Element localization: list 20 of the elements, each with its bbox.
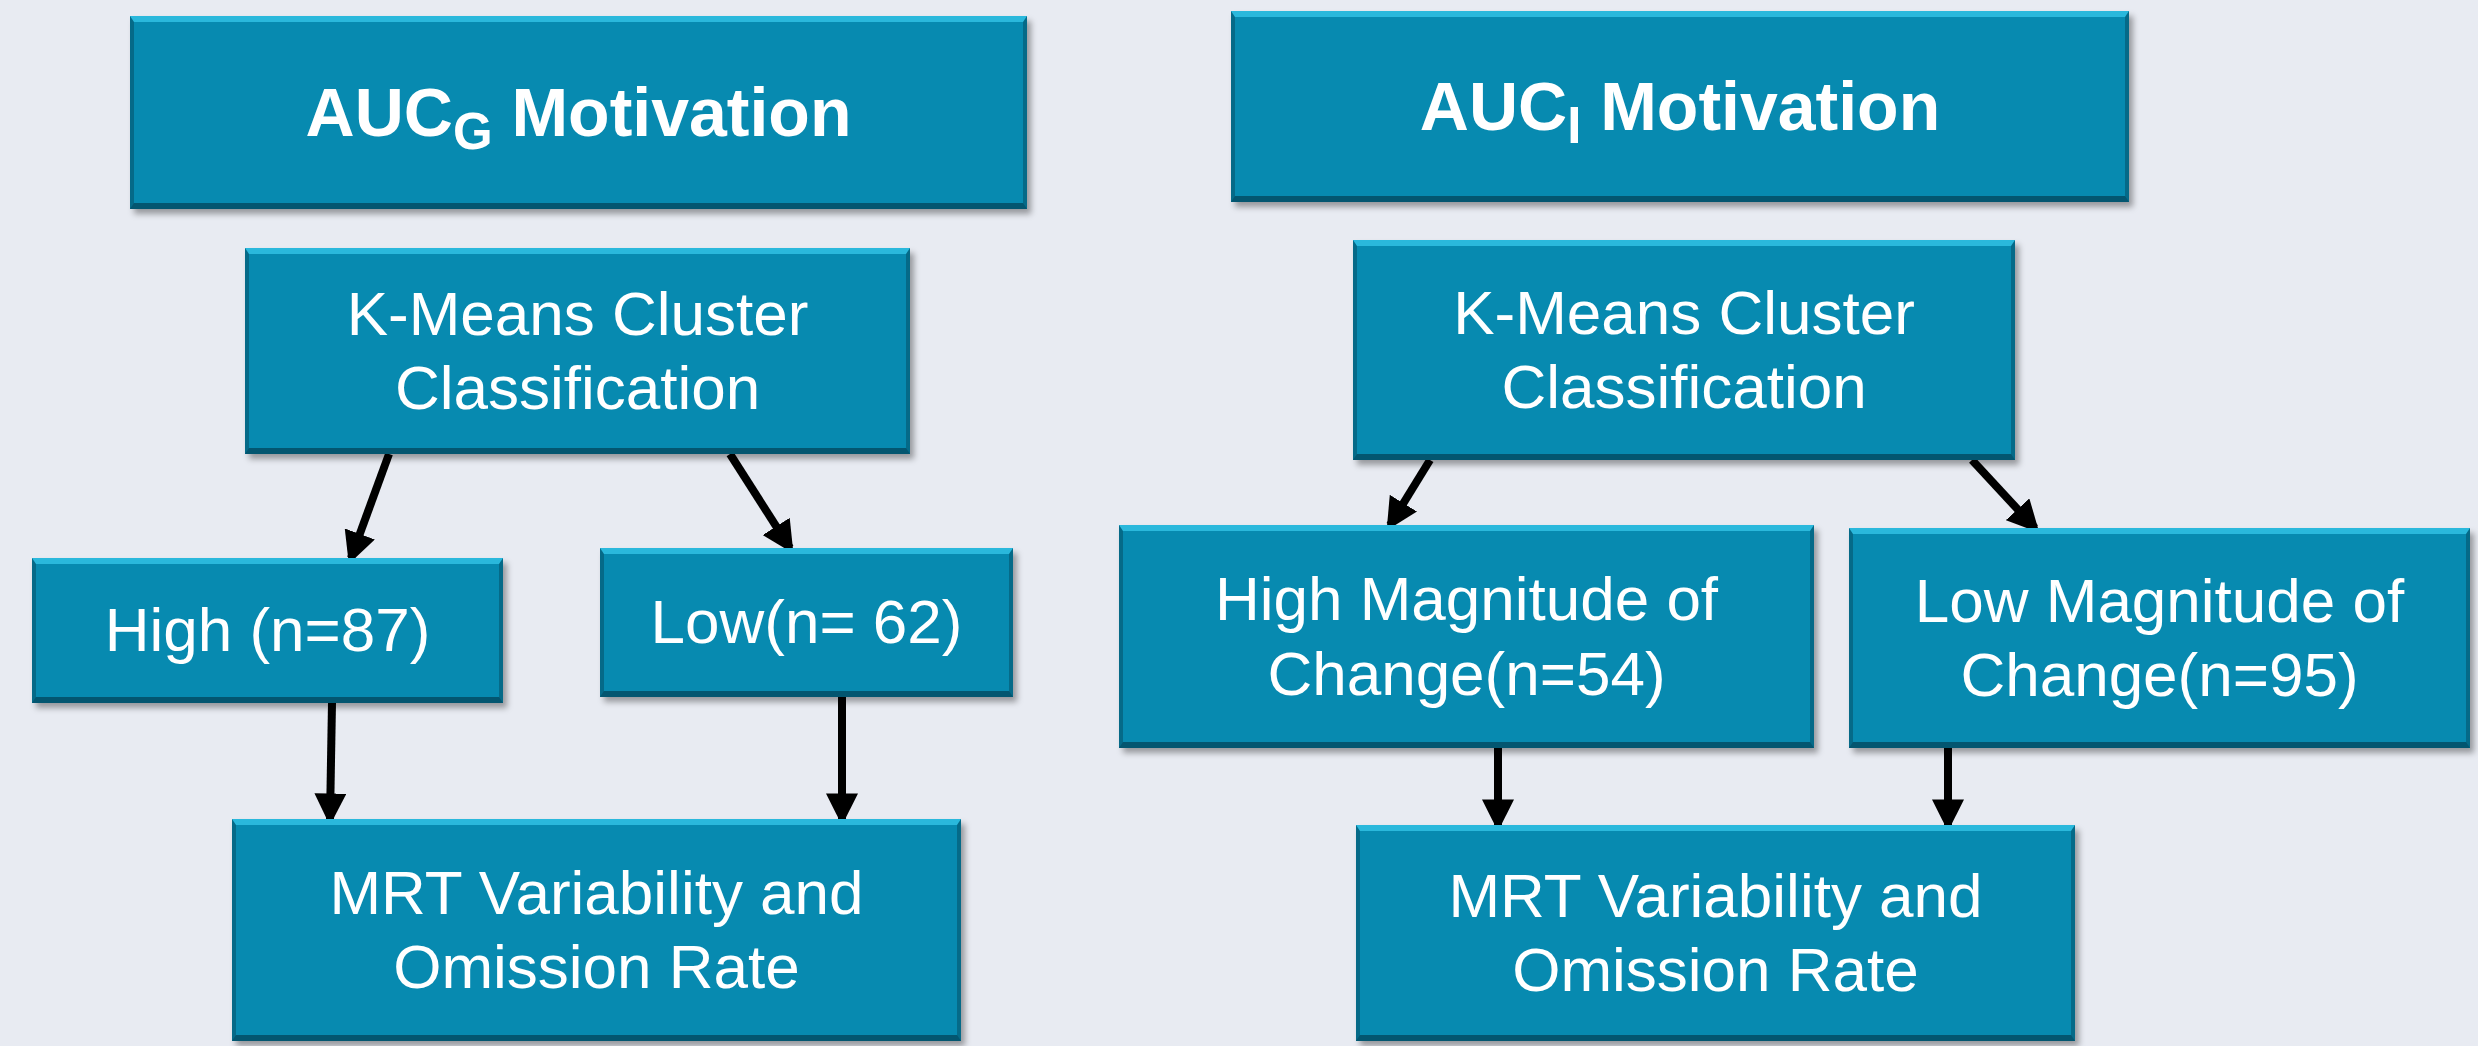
box-text: High (n=87)	[104, 594, 431, 667]
process-box	[1353, 240, 2015, 460]
process-box	[130, 16, 1027, 209]
box-text: K-Means Cluster Classification	[345, 277, 810, 424]
process-box	[1231, 11, 2129, 202]
process-box	[232, 819, 961, 1041]
box-text: Low Magnitude of Change(n=95)	[1913, 564, 2406, 711]
process-box	[600, 548, 1013, 697]
box-text: High Magnitude of Change(n=54)	[1213, 563, 1720, 710]
process-box	[1356, 825, 2075, 1041]
box-text: K-Means Cluster Classification	[1452, 276, 1916, 423]
box-text: Low(n= 62)	[650, 586, 963, 659]
box-title: AUC$_{I}$ Motivation	[1419, 67, 1941, 149]
process-box	[245, 248, 910, 454]
process-box	[1849, 528, 2470, 748]
process-box	[1119, 525, 1814, 748]
box-text: MRT Variability and Omission Rate	[328, 856, 865, 1003]
box-title: AUC$_{G}$ Motivation	[305, 73, 852, 155]
box-text: MRT Variability and Omission Rate	[1447, 859, 1984, 1006]
process-box	[32, 558, 503, 703]
